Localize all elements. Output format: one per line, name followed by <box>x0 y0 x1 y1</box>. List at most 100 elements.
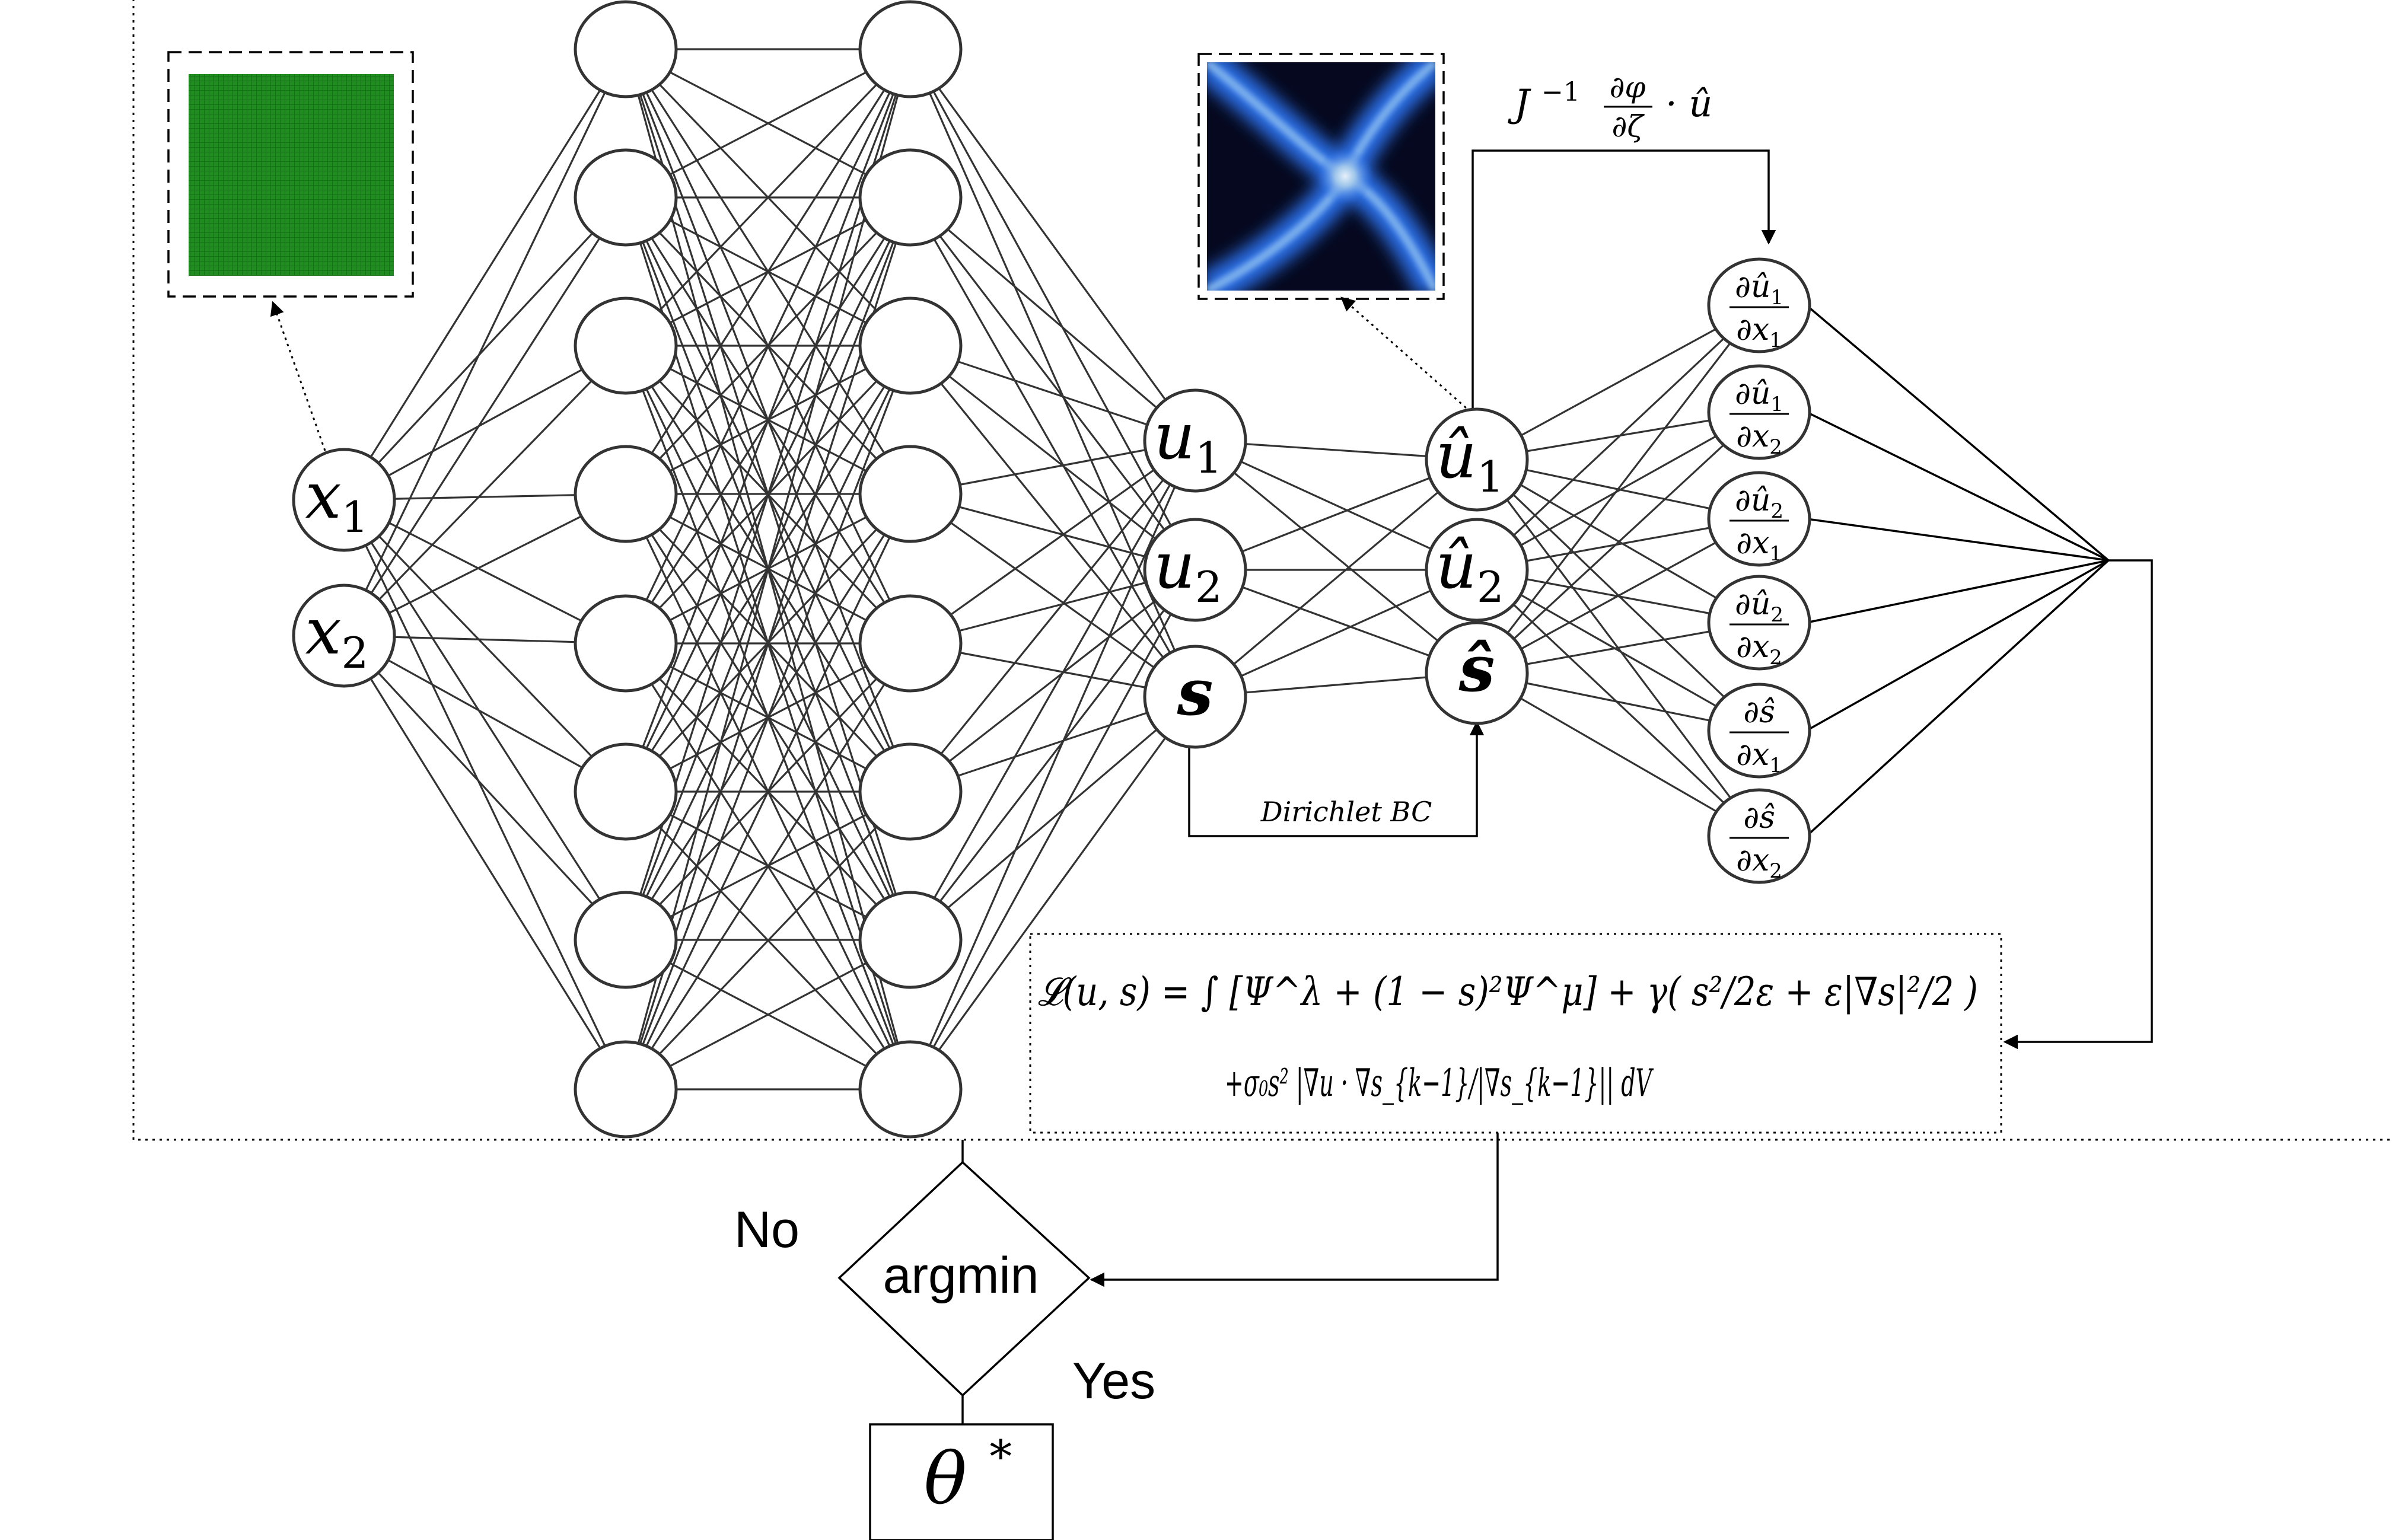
edge-transform-derivative <box>1476 569 1760 732</box>
derivative-node-circle <box>1707 471 1811 567</box>
edge-hidden-hidden <box>625 643 912 1090</box>
edge-hidden-hidden <box>625 493 912 1090</box>
derivative-denominator: ∂x1 <box>1736 312 1782 352</box>
node-s-label: s <box>1177 655 1213 730</box>
edge-hidden-output <box>909 696 1196 941</box>
derivative-node: ∂û2∂x1 <box>1707 471 1811 567</box>
edge-hidden-hidden <box>625 49 912 495</box>
node-u2hat-circle <box>1425 518 1529 622</box>
edge-input-hidden <box>343 196 627 501</box>
loss-equation-line2: +σ₀s² |∇u · ∇s_{k−1}/|∇s_{k−1}|| dV <box>1225 1061 1654 1105</box>
hidden-neuron-layer-2 <box>858 594 963 693</box>
derivative-node: ∂û2∂x2 <box>1707 575 1811 671</box>
no-label: No <box>734 1201 800 1258</box>
derivative-node-circle <box>1707 683 1811 779</box>
transform-fraction: ∂φ ∂ζ <box>1604 70 1652 144</box>
hidden-neuron-layer-2 <box>858 148 963 247</box>
edge-transform-derivative <box>1476 304 1760 571</box>
hidden-neuron-layer-2 <box>858 0 963 98</box>
edge-hidden-hidden <box>625 49 912 644</box>
edge-hidden-output <box>909 345 1196 698</box>
edge-input-hidden <box>343 635 627 1090</box>
edge-derivative-loss <box>1806 411 2109 562</box>
derivative-node-circle <box>1707 575 1811 671</box>
edge-hidden-output <box>909 49 1196 570</box>
loss-to-decision-arrow <box>1090 1133 1499 1287</box>
node-u1hat-label: û1 <box>1435 419 1504 502</box>
derivatives-to-loss-arrow <box>2003 559 2153 1050</box>
derivative-numerator: ∂û2 <box>1735 586 1783 627</box>
node-u1hat-circle <box>1425 407 1529 512</box>
hidden-layers <box>574 0 963 1139</box>
argmin-label: argmin <box>883 1247 1039 1304</box>
edge-hidden-hidden <box>625 49 912 1090</box>
node-shat: ŝ <box>1425 621 1529 725</box>
edge-input-hidden <box>343 499 627 940</box>
edge-hidden-hidden <box>625 790 912 1091</box>
edge-hidden-output <box>910 569 1196 793</box>
node-u1-label: u1 <box>1154 400 1222 483</box>
edge-hidden-hidden <box>625 345 912 1090</box>
edge-transform-derivative <box>1476 672 1760 837</box>
edge-transform-derivative <box>1476 411 1760 571</box>
edge-hidden-output <box>909 696 1196 1090</box>
node-x1: x1 <box>292 448 396 552</box>
node-u1: u1 <box>1143 388 1247 493</box>
edge-hidden-hidden <box>625 49 912 792</box>
edge-transform-derivative <box>1476 518 1760 674</box>
edge-hidden-output <box>910 493 1196 698</box>
derivative-node: ∂ŝ ∂x2 <box>1707 788 1811 884</box>
hidden-neuron-layer-1 <box>574 0 678 98</box>
node-s: s <box>1143 645 1247 749</box>
node-u2hat: û2 <box>1425 518 1529 622</box>
edge-hidden-output <box>909 440 1196 1090</box>
input-mesh-image <box>189 74 394 276</box>
node-u2hat-label: û2 <box>1435 529 1504 612</box>
edge-output-transform <box>1194 458 1478 698</box>
edge-transform-derivative <box>1476 569 1760 837</box>
yes-label: Yes <box>1072 1353 1155 1410</box>
derivative-node: ∂û1∂x1 <box>1707 257 1811 353</box>
hidden-neuron-layer-2 <box>858 296 963 395</box>
loss-box <box>1029 933 2002 1134</box>
transform-tail: · û <box>1665 82 1712 125</box>
derivative-denominator: ∂x2 <box>1736 629 1782 669</box>
node-x2-circle <box>292 584 396 688</box>
edge-hidden-hidden <box>625 48 912 347</box>
crack-pointer-arrow <box>1340 296 1471 413</box>
node-x1-circle <box>292 448 396 552</box>
edge-hidden-output <box>909 196 1196 442</box>
edge-transform-derivative <box>1476 411 1760 674</box>
transform-arrow <box>1471 149 1776 409</box>
hidden-neuron-layer-2 <box>858 891 963 989</box>
derivative-denominator: ∂x1 <box>1736 737 1782 777</box>
node-u2-label: u2 <box>1154 529 1222 612</box>
edge-input-hidden <box>343 635 627 941</box>
edge-input-hidden <box>343 345 627 637</box>
derivative-node-circle <box>1707 364 1811 460</box>
node-s-circle <box>1143 645 1247 749</box>
hidden-neuron-layer-1 <box>574 445 678 543</box>
hidden-neuron-layer-1 <box>574 891 678 989</box>
derivative-denominator: ∂x2 <box>1736 419 1782 459</box>
edge-hidden-output <box>910 345 1196 571</box>
edge-hidden-output <box>909 569 1196 940</box>
derivative-numerator: ∂ŝ <box>1743 800 1775 836</box>
edge-input-hidden <box>343 635 626 793</box>
edge-input-hidden <box>343 197 627 636</box>
optimal-parameters-box <box>869 1423 1054 1540</box>
node-shat-circle <box>1425 621 1529 725</box>
derivative-node-circle <box>1707 788 1811 884</box>
derivative-numerator: ∂ŝ <box>1743 694 1775 730</box>
edge-input-hidden <box>343 493 626 637</box>
dirichlet-label: Dirichlet BC <box>1260 796 1432 828</box>
edge-derivative-loss <box>1805 559 2110 837</box>
derivative-denominator: ∂x2 <box>1736 843 1782 883</box>
hidden-neuron-layer-2 <box>858 445 963 543</box>
dirichlet-arrow <box>1188 720 1485 837</box>
node-x2: x2 <box>292 584 396 688</box>
crack-field-thumbnail <box>1197 53 1445 300</box>
edge-transform-derivative <box>1476 458 1760 624</box>
svg-text:∂ζ: ∂ζ <box>1612 109 1645 144</box>
